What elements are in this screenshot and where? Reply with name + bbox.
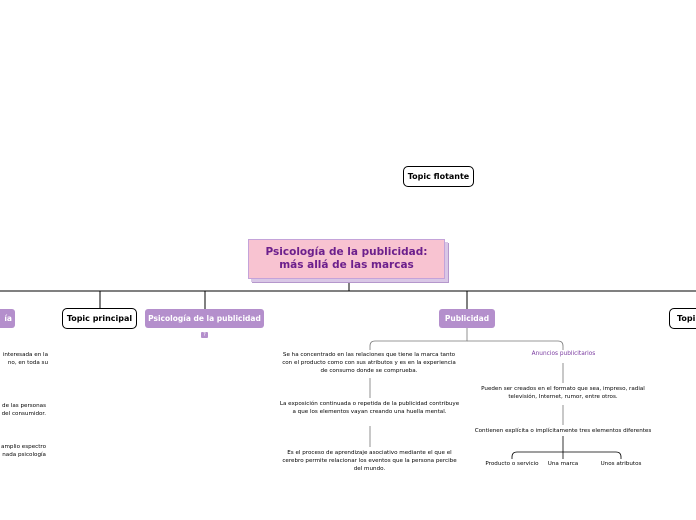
- topic-psicologia[interactable]: Psicología de la publicidad: [145, 309, 264, 328]
- topic-right-partial[interactable]: Topi: [669, 308, 696, 329]
- topic-publicidad[interactable]: Publicidad: [439, 309, 495, 328]
- floating-topic[interactable]: Topic flotante: [403, 166, 474, 187]
- anuncios-item-marca: Una marca: [547, 461, 579, 467]
- anuncios-item-atributos: Unos atributos: [600, 461, 642, 467]
- left-text-2: de las personas del consumidor.: [1, 403, 46, 417]
- central-topic[interactable]: Psicología de la publicidad: más allá de…: [248, 239, 445, 279]
- anuncios-label[interactable]: Anuncios publicitarios: [531, 351, 596, 357]
- collapsed-badge[interactable]: ?: [201, 332, 208, 338]
- publicidad-text-2: La exposición continuada o repetida de l…: [279, 401, 460, 415]
- anuncios-item-producto: Producto o servicio: [485, 461, 539, 467]
- anuncios-text-2: Contienen explícita o implícitamente tre…: [474, 428, 652, 434]
- anuncios-text-1: Pueden ser creados en el formato que sea…: [481, 386, 645, 400]
- topic-left-partial[interactable]: ía: [0, 309, 15, 328]
- left-text-1: interesada en la no, en toda su: [2, 352, 48, 366]
- publicidad-text-1: Se ha concentrado en las relaciones que …: [282, 352, 456, 374]
- left-text-3: amplio espectro nada psicología: [1, 444, 46, 458]
- publicidad-text-3: Es el proceso de aprendizaje asociativo …: [282, 450, 457, 472]
- topic-principal[interactable]: Topic principal: [62, 308, 137, 329]
